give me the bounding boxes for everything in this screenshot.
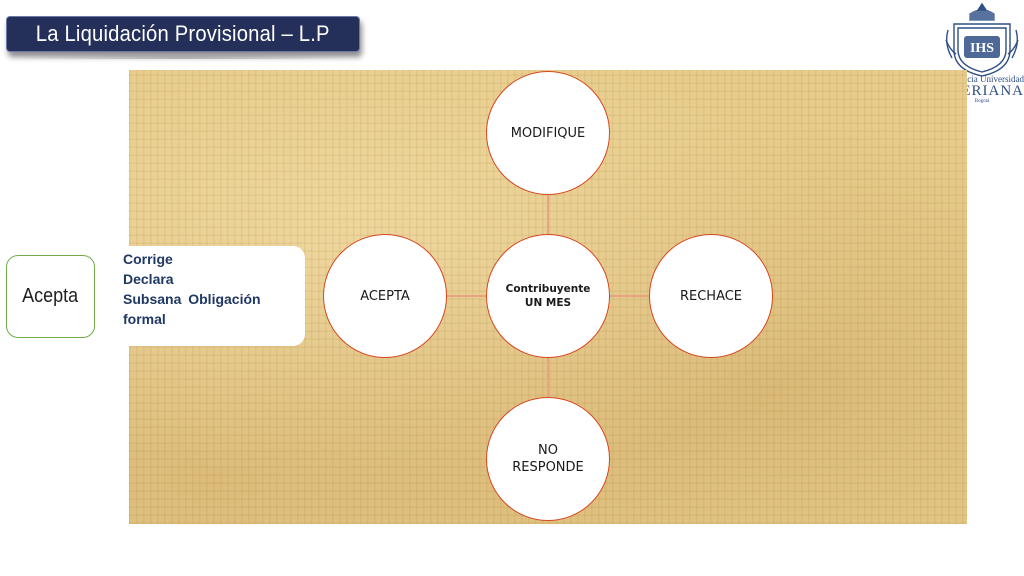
node-label: RECHACE [679, 288, 743, 304]
university-seal-logo: IHS [945, 2, 1019, 77]
node-label: ACEPTA [360, 288, 410, 304]
slide-title: La Liquidación Provisional – L.P [36, 21, 330, 46]
list-item: Subsana Obligación formal [123, 291, 261, 327]
connector-bottom [547, 357, 549, 397]
list-item: Declara [123, 271, 174, 287]
node-modifique: MODIFIQUE [486, 71, 610, 195]
side-detail-list: Corrige Declara Subsana Obligación forma… [123, 249, 303, 329]
node-label: NO RESPONDE [512, 443, 584, 475]
university-wordmark: ficia Universidad VERIANA Bogotá [940, 74, 1024, 104]
node-label: MODIFIQUE [510, 125, 586, 141]
side-detail-card: Corrige Declara Subsana Obligación forma… [96, 246, 305, 346]
node-no-responde: NO RESPONDE [486, 397, 610, 521]
connector-left [446, 295, 486, 297]
wordmark-line-3: Bogotá [974, 99, 990, 104]
node-label: Contribuyente UN MES [505, 283, 591, 309]
list-item: Corrige [123, 251, 173, 267]
node-acepta: ACEPTA [323, 234, 447, 358]
connector-top [547, 195, 549, 235]
acepta-label: Acepta [22, 285, 79, 307]
slide-title-bar: La Liquidación Provisional – L.P [6, 16, 360, 59]
seal-monogram: IHS [970, 41, 994, 56]
acepta-label-box: Acepta [6, 255, 95, 338]
node-contribuyente-center: Contribuyente UN MES [486, 234, 610, 358]
node-rechace: RECHACE [649, 234, 773, 358]
wordmark-line-1: ficia Universidad [961, 74, 1024, 84]
wordmark-line-2: VERIANA [949, 83, 1024, 99]
connector-right [609, 295, 649, 297]
